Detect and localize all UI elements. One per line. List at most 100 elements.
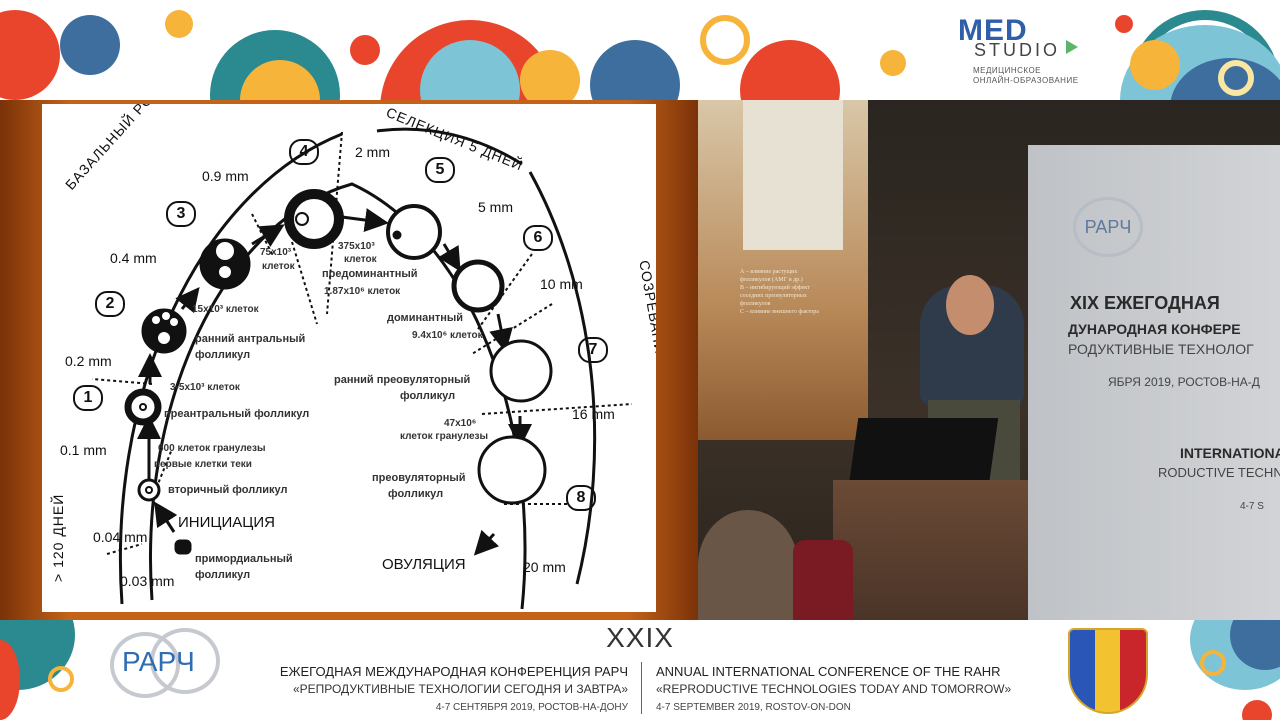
stage-5: 5 — [425, 157, 455, 183]
cells-label: 15x10³ клеток — [192, 304, 259, 315]
phase-label-over120: > 120 ДНЕЙ — [50, 493, 66, 582]
ru-subtitle: «РЕПРОДУКТИВНЫЕ ТЕХНОЛОГИИ СЕГОДНЯ И ЗАВ… — [292, 682, 628, 696]
backdrop-text: 4-7 S — [1240, 501, 1264, 512]
decor-circle — [1242, 700, 1272, 720]
backdrop-text: INTERNATIONA — [1180, 445, 1280, 461]
en-subtitle: «REPRODUCTIVE TECHNOLOGIES TODAY AND TOM… — [656, 682, 1012, 696]
size-label: 2 mm — [355, 144, 390, 160]
secondary-label: вторичный фолликул — [168, 484, 288, 496]
edition-number: XXIX — [606, 622, 674, 653]
medstudio-tagline-2: ОНЛАЙН-ОБРАЗОВАНИЕ — [973, 76, 1079, 85]
decor-circle — [165, 10, 193, 38]
preovulatory-label: преовуляторный — [372, 472, 466, 484]
cells-label: 9.4x10⁶ клеток — [412, 330, 483, 341]
predominant-label: предоминантный — [322, 268, 418, 280]
cells-label-2: клеток — [262, 261, 295, 272]
stage-3: 3 — [166, 201, 196, 227]
female-symbol-icon — [700, 15, 750, 65]
progression-arrows — [137, 208, 532, 556]
projected-line: соседних преовуляторных — [740, 293, 807, 299]
decor-circle — [880, 50, 906, 76]
granulosa-label: 600 клеток гранулезы — [158, 443, 266, 454]
slide-folliculogenesis-diagram: БАЗАЛЬНЫЙ РОСТ 65 ДНЕЙ СЕЛЕКЦИЯ 5 ДНЕЙ С… — [42, 104, 656, 612]
stage-4: 4 — [289, 139, 319, 165]
primordial-label-2: фолликул — [195, 569, 251, 581]
chair — [793, 540, 853, 620]
outer-arc-left — [118, 132, 343, 605]
cells-label: 375x10³ — [338, 241, 375, 252]
en-title: ANNUAL INTERNATIONAL CONFERENCE OF THE R… — [656, 664, 1001, 679]
ru-date: 4-7 СЕНТЯБРЯ 2019, РОСТОВ-НА-ДОНУ — [435, 702, 628, 713]
outer-arc-right — [528, 171, 597, 585]
initiation-label: ИНИЦИАЦИЯ — [178, 514, 275, 531]
conference-backdrop: РАРЧ XIX ЕЖЕГОДНАЯ ДУНАРОДНАЯ КОНФЕРЕ РО… — [1028, 145, 1280, 620]
cells-label: 1.87x10⁶ клеток — [324, 286, 401, 297]
decor-circle — [1130, 40, 1180, 90]
preovulatory-label-2: фолликул — [388, 488, 444, 500]
decor-circle — [740, 40, 840, 100]
backdrop-text: XIX ЕЖЕГОДНАЯ — [1070, 293, 1220, 313]
decor-circle — [0, 640, 20, 720]
en-date: 4-7 SEPTEMBER 2019, ROSTOV-ON-DON — [656, 702, 851, 713]
decor-circle — [60, 15, 120, 75]
projected-slide-figure — [743, 100, 843, 250]
theca-label: первые клетки теки — [154, 459, 252, 470]
decor-circle — [350, 35, 380, 65]
cells-label-2: клеток — [344, 254, 377, 265]
cells-label: 75x10³ — [260, 247, 292, 258]
backdrop-text: ЯБРЯ 2019, РОСТОВ-НА-Д — [1108, 375, 1260, 389]
backdrop-text: RODUCTIVE TECHNOL — [1158, 465, 1280, 480]
size-label: 5 mm — [478, 199, 513, 215]
stage-8: 8 — [566, 485, 596, 511]
projected-slide-text: А – влияние растущих фолликулов (АМГ и д… — [740, 268, 819, 316]
projection-screen: А – влияние растущих фолликулов (АМГ и д… — [698, 100, 868, 440]
projected-line: фолликулов (АМГ и др.) — [740, 277, 803, 283]
speaker-head — [946, 275, 994, 335]
size-label: 0.2 mm — [65, 353, 112, 369]
projected-line: В – ингибирующий эффект — [740, 285, 810, 291]
size-label: 0.9 mm — [202, 168, 249, 184]
decor-circle — [0, 10, 60, 100]
cells-label: 47x10⁶ — [444, 418, 477, 429]
rarch-logo-text: РАРЧ — [122, 646, 195, 677]
audience-head — [698, 510, 798, 620]
backdrop-text: РОДУКТИВНЫЕ ТЕХНОЛОГ — [1068, 341, 1254, 357]
decor-circle — [1115, 15, 1133, 33]
projected-line: фолликулов — [740, 301, 771, 307]
female-symbol-icon — [1200, 650, 1226, 676]
medstudio-tagline-1: МЕДИЦИНСКОЕ — [973, 66, 1042, 75]
speaker-video-feed: А – влияние растущих фолликулов (АМГ и д… — [698, 100, 1280, 620]
projected-line: А – влияние растущих — [740, 269, 798, 275]
size-label: 0.1 mm — [60, 442, 107, 458]
projected-line: С – влияние внешнего фактора — [740, 309, 819, 315]
primordial-label: примордиальный — [195, 553, 293, 565]
stage-1: 1 — [73, 385, 103, 411]
stage-7: 7 — [578, 337, 608, 363]
stage-6: 6 — [523, 225, 553, 251]
size-label: 0.4 mm — [110, 250, 157, 266]
cells-label-2: клеток гранулезы — [400, 431, 489, 442]
size-label: 0.04 mm — [93, 529, 148, 545]
play-icon — [1066, 40, 1078, 54]
size-label: 0.03 mm — [120, 573, 175, 589]
ru-title: ЕЖЕГОДНАЯ МЕЖДУНАРОДНАЯ КОНФЕРЕНЦИЯ РАРЧ — [279, 664, 628, 679]
medstudio-logo: MED — [958, 14, 1028, 47]
decor-circle — [520, 50, 580, 100]
top-banner: MED STUDIO МЕДИЦИНСКОЕ ОНЛАЙН-ОБРАЗОВАНИ… — [0, 0, 1280, 100]
early-preovulatory-label: ранний преовуляторный — [334, 374, 471, 386]
preantral-label: преантральный фолликул — [164, 408, 310, 420]
medstudio-logo-subtitle: STUDIO — [974, 40, 1061, 60]
early-antral-label-2: фолликул — [195, 349, 251, 361]
backdrop-text: ДУНАРОДНАЯ КОНФЕРЕ — [1068, 321, 1241, 337]
female-symbol-icon — [48, 666, 74, 692]
cells-label: 3-5x10³ клеток — [170, 382, 240, 393]
diagram-arcs — [91, 127, 633, 610]
male-symbol-icon — [1218, 60, 1254, 96]
dominant-label: доминантный — [387, 312, 464, 324]
follicles — [124, 189, 553, 555]
decor-circle — [590, 40, 680, 100]
rarch-logo: РАРЧ — [1073, 197, 1143, 257]
early-antral-label: ранний антральный — [195, 333, 306, 345]
size-label: 20 mm — [523, 559, 566, 575]
outer-arc-top — [376, 127, 523, 166]
